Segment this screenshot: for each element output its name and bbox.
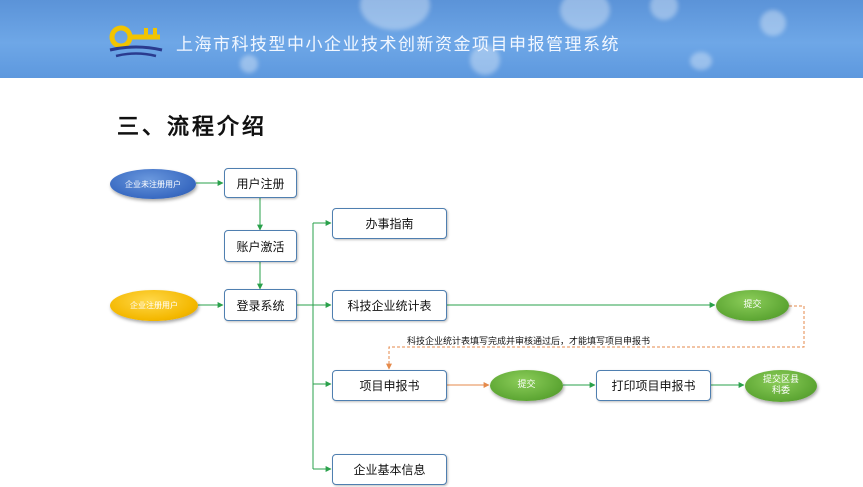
step-account-activate: 账户激活 <box>224 230 297 262</box>
step-guide: 办事指南 <box>332 208 447 239</box>
submit-district-node: 提交区县科委 <box>745 370 817 402</box>
step-login-system: 登录系统 <box>224 289 297 321</box>
step-company-info: 企业基本信息 <box>332 454 447 485</box>
submit-stats-node: 提交 <box>716 290 789 321</box>
header-banner: 上海市科技型中小企业技术创新资金项目申报管理系统 <box>0 0 863 78</box>
approval-note: 科技企业统计表填写完成并审核通过后，才能填写项目申报书 <box>407 337 651 347</box>
key-logo-icon <box>109 25 163 58</box>
decorative-bubble <box>470 45 500 75</box>
section-title: 三、流程介绍 <box>117 114 268 140</box>
decorative-bubble <box>760 10 786 36</box>
decorative-bubble <box>240 55 258 73</box>
dashed-arrow-approval-to-project <box>386 305 805 370</box>
submit-project-node: 提交 <box>490 370 563 401</box>
step-project-form: 项目申报书 <box>332 370 447 401</box>
decorative-bubble <box>690 52 712 70</box>
start-unregistered-user: 企业未注册用户 <box>110 169 196 199</box>
step-stats-form: 科技企业统计表 <box>332 290 447 321</box>
decorative-bubble <box>650 0 678 20</box>
step-user-register: 用户注册 <box>224 168 297 198</box>
start-registered-user: 企业注册用户 <box>110 290 198 321</box>
step-print-project-form: 打印项目申报书 <box>596 370 711 401</box>
app-title: 上海市科技型中小企业技术创新资金项目申报管理系统 <box>176 35 620 55</box>
